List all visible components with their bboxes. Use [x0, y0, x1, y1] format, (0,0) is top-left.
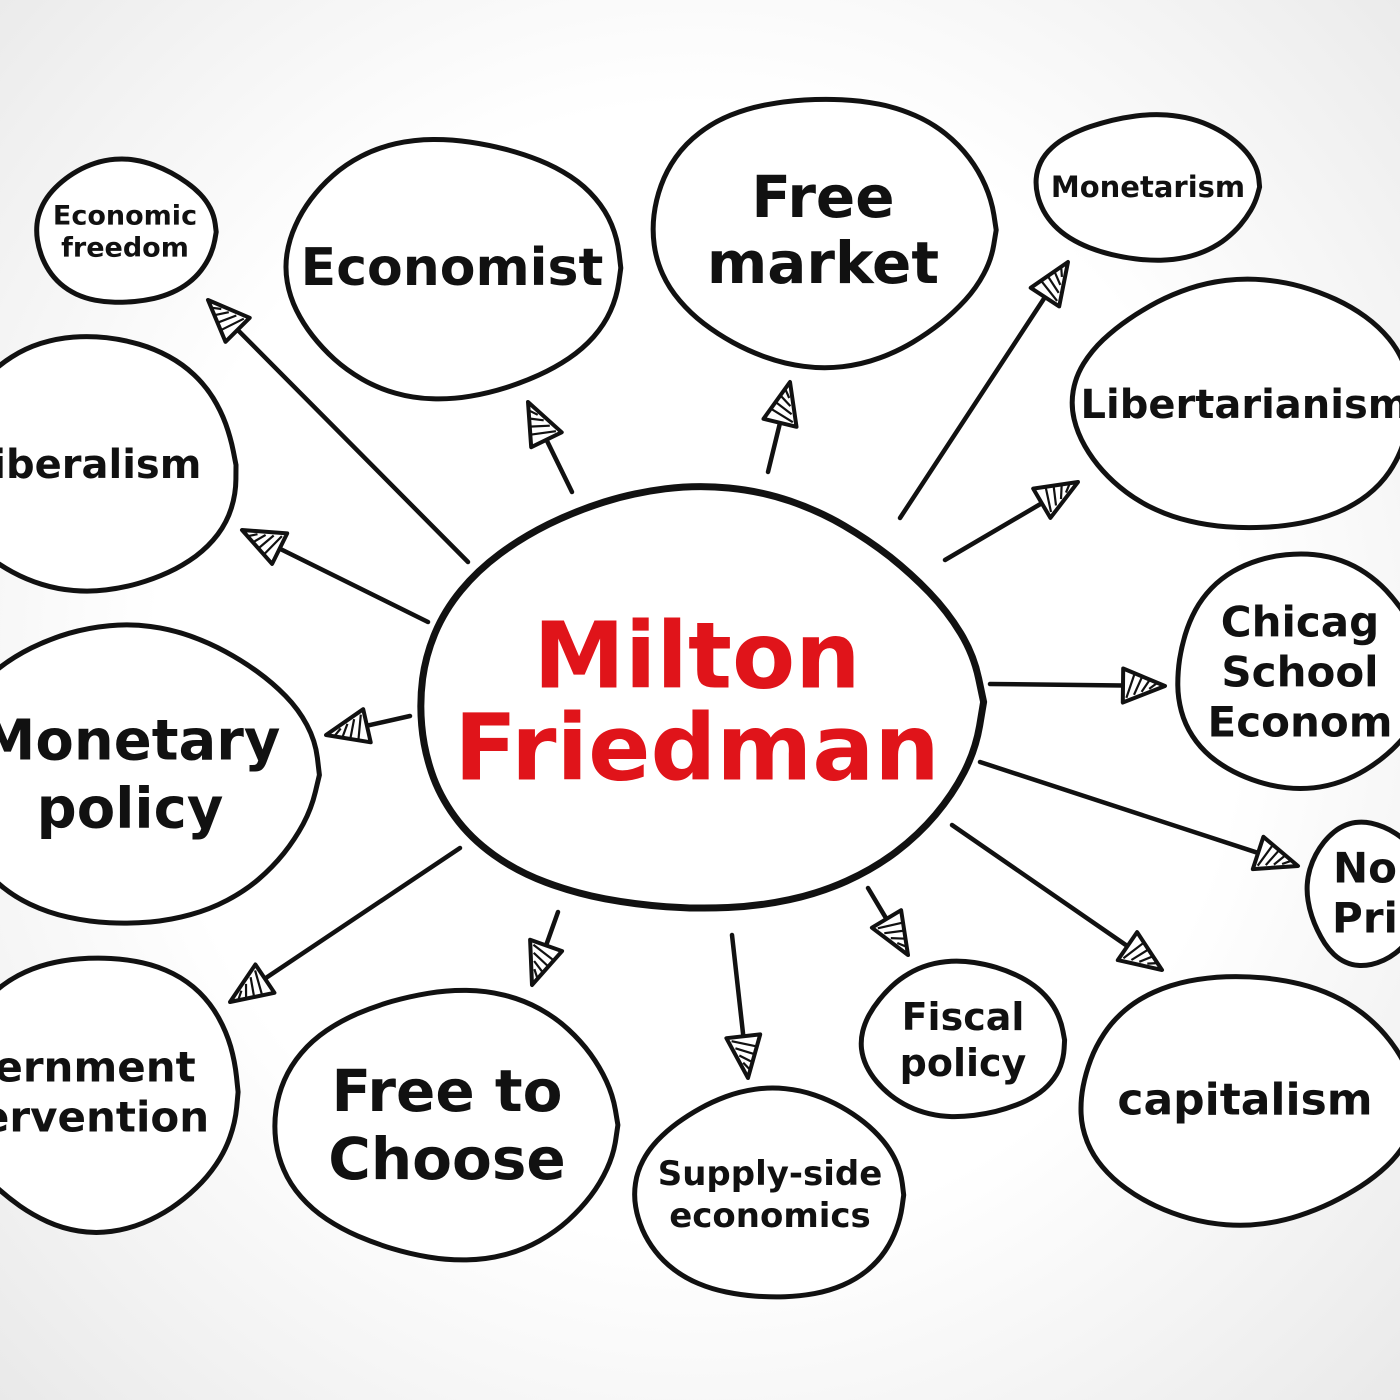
bubble-capitalism [1078, 974, 1400, 1228]
label-capitalism-line-1: capitalism [1117, 1075, 1372, 1126]
bubble-chicago-school [1175, 551, 1400, 792]
connector-line-free-market [765, 420, 783, 475]
label-nobel-prize-line-2: Pri [1332, 894, 1398, 943]
bubble-free-market [650, 96, 999, 371]
connector-line-fiscal-policy [865, 885, 889, 922]
label-supply-side-economics-line-2: economics [669, 1196, 871, 1236]
connector-arrow-chicago-school [987, 666, 1167, 705]
label-free-market-line-1: Free [751, 163, 894, 231]
arrowhead-capitalism [1115, 930, 1164, 972]
connector-line-monetarism [897, 294, 1048, 521]
bubble-supply-side-economics [632, 1085, 907, 1300]
arrowhead-monetary-policy [324, 707, 373, 745]
label-economic-freedom-line-2: freedom [61, 233, 189, 264]
label-free-to-choose-line-2: Choose [328, 1125, 565, 1193]
connector-line-nobel-prize [977, 759, 1261, 856]
label-monetary-policy-line-2: policy [37, 777, 224, 842]
bubble-center-milton-friedman [417, 483, 988, 912]
bubble-government-intervention [0, 955, 241, 1235]
label-supply-side-economics-line-1: Supply-side [658, 1154, 883, 1194]
connector-line-economic-freedom [235, 327, 471, 565]
connector-line-monetary-policy [364, 713, 413, 728]
connector-line-capitalism [949, 822, 1130, 949]
connector-arrow-nobel-prize [977, 759, 1300, 872]
connector-line-free-to-choose [543, 909, 561, 948]
arrowhead-economic-freedom [206, 298, 252, 344]
label-chicago-school-line-3: Econom [1208, 698, 1393, 747]
connector-arrow-government-intervention [228, 845, 463, 1004]
connector-arrow-liberalism [240, 528, 431, 625]
arrowhead-free-to-choose [528, 937, 565, 987]
label-government-intervention-line-1: ernment [0, 1043, 196, 1092]
connector-arrow-libertarianism [942, 480, 1080, 563]
bubble-monetarism [1033, 112, 1263, 263]
connector-arrow-monetary-policy [324, 707, 413, 745]
arrowhead-economist [526, 400, 564, 450]
connector-line-libertarianism [942, 500, 1045, 563]
connector-arrow-free-to-choose [528, 909, 565, 987]
connector-line-supply-side-economics [729, 932, 746, 1039]
label-liberalism-line-1: liberalism [0, 442, 201, 488]
label-free-to-choose-line-1: Free to [332, 1057, 563, 1125]
connector-line-liberalism [277, 546, 431, 625]
connector-arrow-capitalism [949, 822, 1164, 972]
connector-line-government-intervention [262, 845, 463, 981]
label-free-market-line-2: market [707, 229, 939, 297]
bubble-libertarianism [1069, 276, 1400, 531]
label-chicago-school-line-1: Chicag [1221, 598, 1379, 647]
label-chicago-school-line-2: School [1221, 648, 1378, 697]
bubble-economist [283, 136, 624, 402]
label-fiscal-policy-line-1: Fiscal [902, 995, 1025, 1039]
arrowhead-liberalism [240, 528, 290, 566]
bubble-liberalism [0, 334, 239, 594]
bubbles-layer [0, 96, 1400, 1300]
label-libertarianism-line-1: Libertarianism [1081, 382, 1400, 428]
label-fiscal-policy-line-2: policy [900, 1041, 1027, 1085]
label-nobel-prize-line-1: No [1333, 844, 1397, 893]
center-title-line-1: Milton [533, 603, 860, 710]
bubble-monetary-policy [0, 622, 322, 926]
arrowhead-monetarism [1028, 260, 1070, 309]
connectors-layer [206, 260, 1300, 1080]
label-economist-line-1: Economist [301, 238, 604, 298]
label-monetary-policy-line-1: Monetary [0, 709, 280, 774]
connector-arrow-monetarism [897, 260, 1070, 521]
connector-arrow-economic-freedom [206, 298, 471, 565]
connector-line-chicago-school [987, 681, 1126, 688]
label-government-intervention-line-2: ervention [0, 1093, 209, 1142]
connector-arrow-fiscal-policy [865, 885, 910, 957]
connector-arrow-free-market [761, 380, 799, 475]
connector-line-economist [544, 437, 575, 495]
label-economic-freedom-line-1: Economic [53, 201, 197, 232]
bubble-nobel-prize [1304, 819, 1400, 968]
arrowhead-chicago-school [1120, 666, 1167, 705]
connector-arrow-supply-side-economics [724, 932, 763, 1080]
bubble-free-to-choose [272, 987, 621, 1263]
center-title-line-2: Friedman [454, 695, 940, 802]
bubble-economic-freedom [34, 156, 219, 305]
arrowhead-supply-side-economics [724, 1032, 763, 1080]
bubble-fiscal-policy [858, 958, 1068, 1120]
connector-arrow-economist [526, 400, 575, 495]
label-monetarism-line-1: Monetarism [1051, 170, 1245, 204]
